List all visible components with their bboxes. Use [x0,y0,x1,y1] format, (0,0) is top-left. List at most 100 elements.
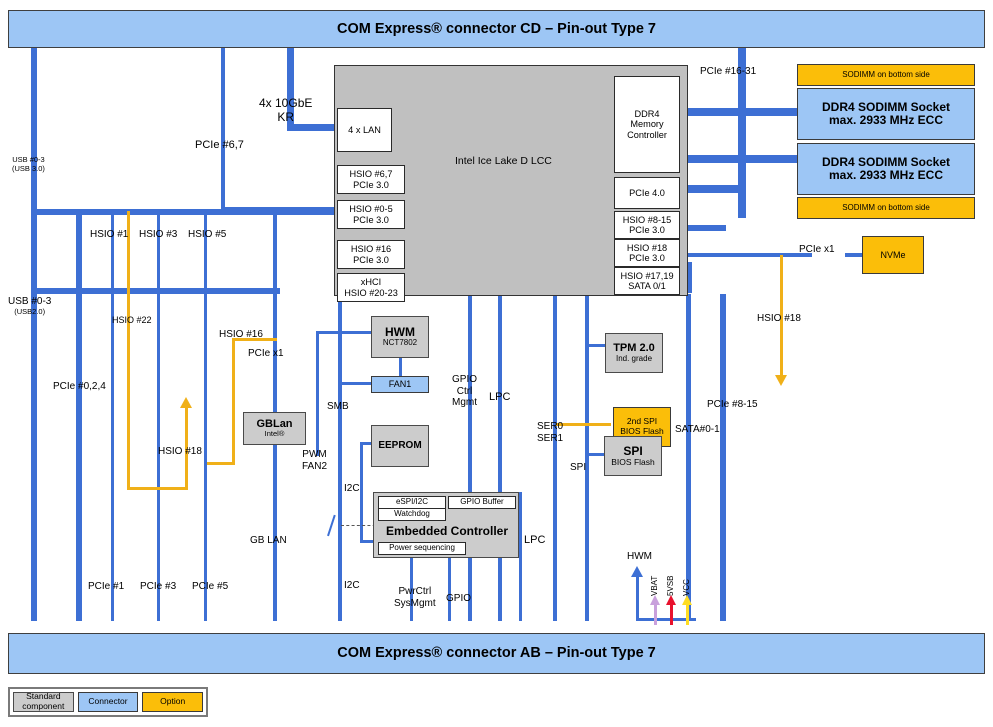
cpu-block-hsio-8-15: HSIO #8-15 PCIe 3.0 [614,211,680,239]
eeprom-block: EEPROM [371,425,429,467]
ddr4-socket-1: DDR4 SODIMM Socket max. 2933 MHz ECC [797,88,975,140]
sodimm-note-bottom-text: SODIMM on bottom side [842,202,930,212]
hsio18-right-arrow [775,375,787,386]
label-usb20-l0: USB #0-3 [8,296,52,307]
wire-hwm-fan1-v [399,358,402,376]
spi-title: SPI [623,443,643,458]
ddr4-socket-2-line1: max. 2933 MHz ECC [828,168,944,182]
label-i2c-upper: I2C [344,483,360,494]
wire-hsio16-orange-h2 [207,462,235,465]
vcc-arrow-icon [682,595,692,605]
fan1-label: FAN1 [388,379,412,390]
ec-title: Embedded Controller [374,521,520,543]
cpu-block-hsio-17-19: HSIO #17,19 SATA 0/1 [614,267,680,295]
ec-switch-symbol [327,514,351,542]
wire-hsio16-orange-h1 [232,338,277,341]
label-vbat: VBAT [650,575,659,596]
hwm-block: HWM NCT7802 [371,316,429,358]
label-hsio-18-left: HSIO #18 [158,446,202,457]
cpu-block-hsio-6-7: HSIO #6,7 PCIe 3.0 [337,165,405,194]
wire-hsio16-orange-v [232,338,235,465]
gblan-block: GBLan Intel® [243,412,306,445]
wire-sata-corner [687,262,692,293]
tpm-block: TPM 2.0 Ind. grade [605,333,663,373]
cpu-block-hsio-17-19-line1: SATA 0/1 [628,281,666,291]
label-i2c-lower: I2C [344,580,360,591]
label-gpio-ctrl-mgmt: GPIO Ctrl Mgmt [452,374,477,409]
label-ser: SER0 SER1 [537,421,563,444]
wire-smb-pwm-v [316,331,319,456]
label-vcc: VCC [682,579,691,596]
cpu-block-4xlan-line0: 4 x LAN [348,124,381,135]
label-pwm-fan2: PWM FAN2 [302,449,327,472]
label-sata: SATA#0-1 [675,424,720,435]
wire-spi2-orange [556,423,611,426]
label-lpc-upper: LPC [489,391,511,403]
cpu-name: Intel Ice Lake D LCC [455,155,552,167]
wire-ec-i2c-h [360,540,382,543]
wire-pcie40-h [678,185,740,193]
label-pwrctrl: PwrCtrl [398,586,432,597]
wire-hsio18-nvme [845,253,863,257]
wire-usb20-bus [31,209,339,215]
v5vsb-arrow-icon [666,595,676,605]
label-spi-wire: SPI [570,462,587,473]
wire-ec-lpc-v [519,492,522,621]
eeprom-label: EEPROM [378,440,422,452]
nvme-block: NVMe [862,236,924,274]
cpu-block-hsio-0-5-line0: HSIO #0-5 [349,204,393,215]
label-pcie-5: PCIe #5 [192,581,229,592]
ec-title-label: Embedded Controller [385,524,508,539]
wire-ddr4-ch1 [678,108,800,116]
top-connector[interactable]: COM Express® connector CD – Pin-out Type… [8,10,985,48]
label-hsio-3: HSIO #3 [139,229,178,240]
wire-ec-gpio [448,558,451,621]
cpu-block-hsio-6-7-line1: PCIe 3.0 [353,179,389,190]
wire-hwm-power-v [636,575,639,621]
label-hwm-arrow: HWM [627,551,652,562]
wire-gpioctrl-vertical [468,294,472,621]
cpu-block-pcie40-line0: PCIe 4.0 [629,187,665,198]
cpu-block-hsio-16-line0: HSIO #16 [350,244,392,255]
label-pwrctrl-sysmgmt: PwrCtrl SysMgmt [394,586,436,609]
wire-hsio22-orange [127,211,130,490]
ddr4-socket-2: DDR4 SODIMM Socket max. 2933 MHz ECC [797,143,975,195]
bottom-connector[interactable]: COM Express® connector AB – Pin-out Type… [8,633,985,674]
wire-spi-h [585,453,607,456]
cpu-block-xhci-line1: HSIO #20-23 [344,287,398,298]
tpm-sub: Ind. grade [615,353,653,363]
ec-gpio-buffer: GPIO Buffer [448,496,516,509]
legend-connector-label: Connector [88,696,128,707]
hsio18-arrow-up [180,397,192,408]
label-pwm: PWM [302,449,327,460]
sodimm-note-top-text: SODIMM on bottom side [842,69,930,79]
cpu-block-hsio-16-line1: PCIe 3.0 [353,254,389,265]
spi-sub: BIOS Flash [611,456,655,467]
label-pcie-16-31: PCIe #16-31 [700,66,757,77]
label-hsio-16: HSIO #16 [219,329,263,340]
cpu-block-hsio-17-19-line0: HSIO #17,19 [620,270,674,281]
label-gpio-bottom: GPIO [446,593,472,604]
wire-hsio16-branch [273,288,277,294]
wire-ser-vertical [553,294,557,621]
gblan-title: GBLan [256,418,293,431]
label-gpio: GPIO [452,374,478,385]
ec-power-sequencing: Power sequencing [378,542,466,555]
label-pcie-8-15: PCIe #8-15 [707,399,758,410]
cpu-block-hsio-8-15-line0: HSIO #8-15 [622,214,672,225]
wire-ddr4-ch2 [678,155,800,163]
ec-watchdog-label: Watchdog [394,509,430,519]
legend-standard-component: Standard component [13,691,74,712]
label-pcie-6-7: PCIe #6,7 [195,139,244,151]
label-ser1: SER1 [537,432,564,444]
wire-kr-horizontal [287,124,336,131]
wire-hsio18-orange-v [185,404,188,490]
wire-kr-vertical [287,46,294,131]
tpm-title: TPM 2.0 [613,342,655,355]
label-hsio-22: HSIO #22 [112,315,152,325]
label-usb20: USB #0-3 (USB2.0) [8,296,51,316]
cpu-block-xhci-line0: xHCI [360,277,382,288]
label-smb: SMB [327,401,349,412]
wire-hwm-power-h [636,618,696,621]
wire-pcie815-vertical [720,294,726,621]
